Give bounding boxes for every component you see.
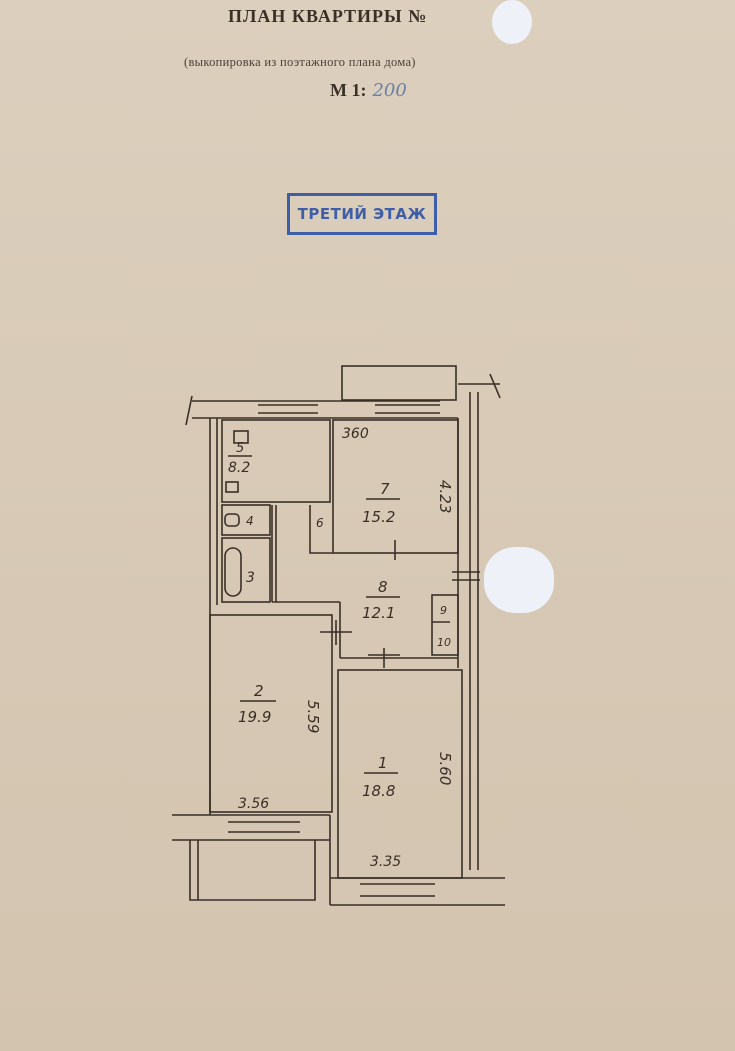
corridor-8 [309,505,333,554]
room-1-area: 18.8 [362,782,395,800]
page-subtitle: (выкопировка из поэтажного плана дома) [184,55,416,69]
room-2 [209,614,333,813]
room-7-width: 360 [342,426,369,442]
closet-9-10 [431,594,459,656]
room-5-area: 8.2 [228,460,250,476]
scale-value: 200 [372,80,407,101]
redaction-blob [484,547,554,613]
room-4 [221,504,271,536]
room-4-number: 4 [246,514,254,528]
room-10-number: 10 [437,636,451,649]
room-1-width: 3.35 [370,854,401,870]
room-2-area: 19.9 [238,708,271,726]
room-1-number: 1 [378,754,388,772]
room-6-number: 6 [316,516,324,530]
floor-stamp: ТРЕТИЙ ЭТАЖ [287,193,437,235]
scale-prefix: М 1: [330,80,367,100]
room-5-number: 5 [236,441,244,456]
page-title: ПЛАН КВАРТИРЫ № [228,6,428,26]
room-2-width: 3.56 [238,796,269,812]
room-2-length: 5.59 [304,700,322,733]
room-5 [221,419,331,503]
room-7-number: 7 [380,480,390,498]
room-1-length: 5.60 [436,752,454,785]
room-9-number: 9 [440,604,447,617]
room-8-area: 12.1 [362,604,395,622]
room-3-number: 3 [246,570,255,586]
redaction-blob [492,0,532,44]
room-7-length: 4.23 [436,480,454,513]
balcony-top [341,365,457,401]
room-2-number: 2 [254,682,264,700]
room-8-number: 8 [378,578,388,596]
scale-label: М 1:200 [330,80,407,101]
balcony-bottom [189,840,316,901]
room-3 [221,537,271,603]
room-7-area: 15.2 [362,508,395,526]
